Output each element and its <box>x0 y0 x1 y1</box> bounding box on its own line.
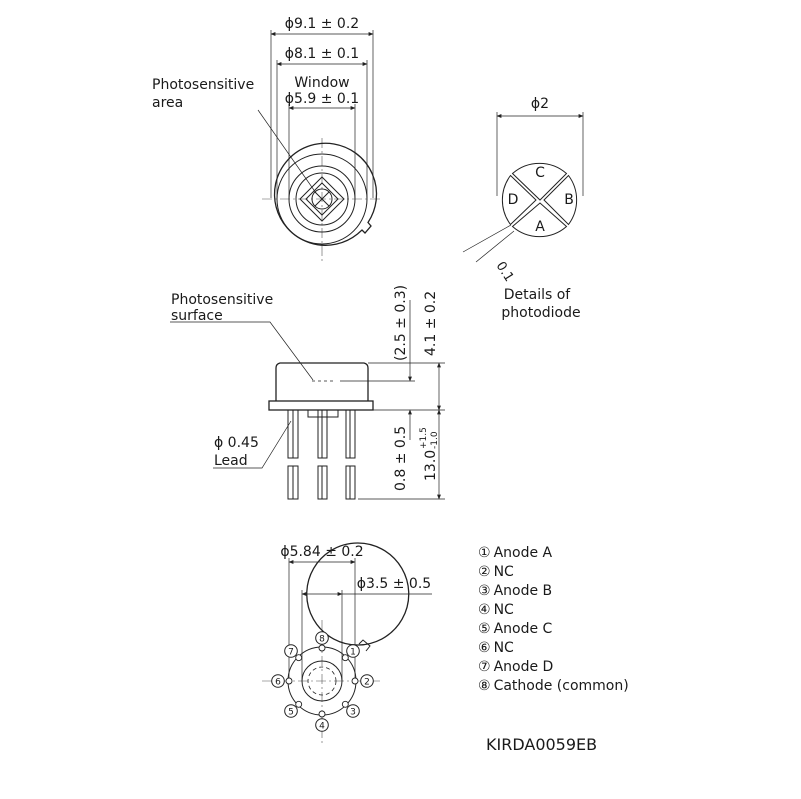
quadrant-b <box>543 174 578 226</box>
bottom-dim-inner: ϕ3.5 ± 0.5 <box>357 576 431 592</box>
photodiode-caption-line1: Details of <box>504 287 572 303</box>
dim-lead-tol-minus: -1.0 <box>430 431 440 449</box>
pin-7-number: 7 <box>288 648 294 658</box>
lead-label: Lead <box>214 453 248 469</box>
pin-6-number: 6 <box>275 678 281 688</box>
dim-height: 4.1 ± 0.2 <box>423 291 439 356</box>
quadrant-c-label: C <box>535 165 545 181</box>
photodiode-caption-line2: photodiode <box>501 305 580 321</box>
lead-dia-label: ϕ 0.45 <box>214 435 259 451</box>
pin-8-number: 8 <box>319 635 325 645</box>
photodiode-dim-diameter: ϕ2 <box>531 96 549 112</box>
pin-2-number: 2 <box>364 678 370 688</box>
bottom-view: ϕ5.84 ± 0.2 ϕ3.5 ± 0.5 1 2 3 4 5 6 7 8 <box>262 542 432 744</box>
top-dim-middle: ϕ8.1 ± 0.1 <box>285 46 359 62</box>
chip-outline <box>299 176 345 222</box>
top-dim-window: ϕ5.9 ± 0.1 <box>285 91 359 107</box>
side-view: (2.5 ± 0.3) 4.1 ± 0.2 0.8 ± 0.5 13.0 +1.… <box>170 285 445 500</box>
pin-1-number: 1 <box>350 648 356 658</box>
photosensitive-area-label-line1: Photosensitive <box>152 77 254 93</box>
gap-dim: 0.1 <box>493 259 517 284</box>
dim-flange: 0.8 ± 0.5 <box>393 426 409 491</box>
dim-lead-tol-plus: +1.5 <box>419 427 429 449</box>
dim-surface-depth: (2.5 ± 0.3) <box>393 285 409 361</box>
top-view: ϕ9.1 ± 0.2 ϕ8.1 ± 0.1 Window ϕ5.9 ± 0.1 … <box>152 16 382 262</box>
pin-5-number: 5 <box>288 708 294 718</box>
quadrant-d-label: D <box>508 192 519 208</box>
bottom-dim-pcd: ϕ5.84 ± 0.2 <box>280 544 363 560</box>
pin-4-number: 4 <box>319 722 325 732</box>
bottom-flange-outline <box>306 542 410 646</box>
drawing-code: KIRDA0059EB <box>486 735 597 754</box>
quadrant-a <box>511 202 568 238</box>
photosensitive-area-label-line2: area <box>152 95 183 111</box>
window-label: Window <box>294 75 349 91</box>
flange <box>268 400 374 411</box>
photosensitive-area-circle <box>311 188 333 210</box>
surface-label-line2: surface <box>171 308 223 324</box>
pin-3-number: 3 <box>350 708 356 718</box>
quadrant-b-label: B <box>564 192 574 208</box>
quadrant-d <box>501 174 537 226</box>
photodiode-detail: ϕ2 C B A D 0.1 Details of photodiode <box>462 96 584 321</box>
cap-outline <box>275 362 369 401</box>
dim-lead-length: 13.0 <box>423 450 439 481</box>
top-dim-outer: ϕ9.1 ± 0.2 <box>285 16 359 32</box>
quadrant-c <box>511 162 568 201</box>
surface-label-line1: Photosensitive <box>171 292 273 308</box>
quadrant-a-label: A <box>535 219 545 235</box>
